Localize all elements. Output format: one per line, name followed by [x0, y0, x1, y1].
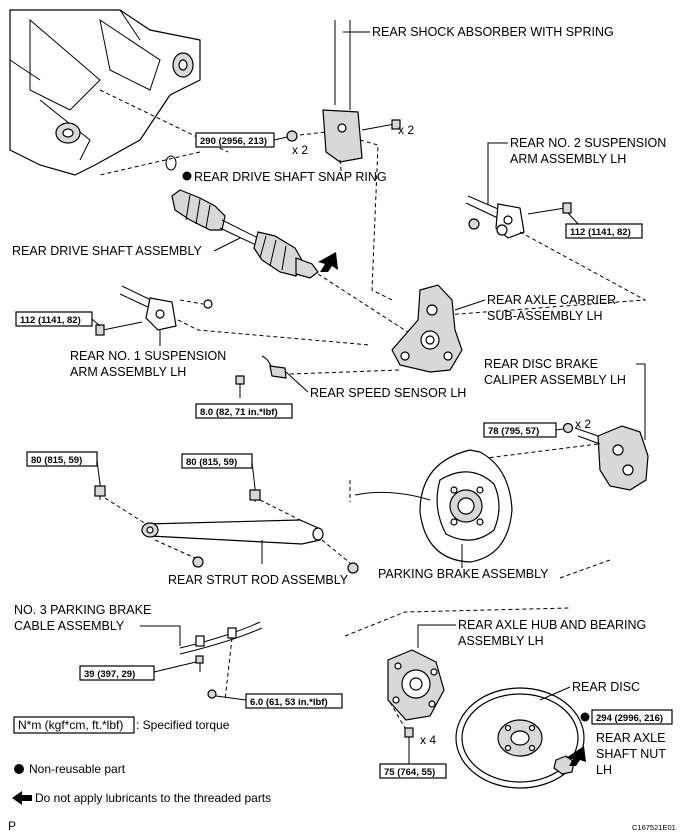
torque-box-speed-sensor: 8.0 (82, 71 in.*lbf): [195, 403, 293, 419]
label-nut-2: SHAFT NUT: [596, 747, 666, 761]
qty-hub-bolt: x 4: [420, 733, 436, 747]
shock-nut: [286, 130, 298, 142]
label-caliper-2: CALIPER ASSEMBLY LH: [484, 373, 626, 387]
qty-shock-bolt: x 2: [398, 123, 414, 137]
hub-illustration: [387, 649, 445, 754]
torque-box-hub: 75 (764, 55): [379, 763, 447, 779]
legend-torque-text: : Specified torque: [136, 718, 230, 732]
svg-text:39 (397, 29): 39 (397, 29): [84, 669, 135, 680]
svg-text:294 (2996, 216): 294 (2996, 216): [596, 713, 663, 724]
svg-text:80 (815, 59): 80 (815, 59): [186, 457, 237, 468]
label-no1-arm-1: REAR NO. 1 SUSPENSION: [70, 349, 226, 363]
label-nut-3: LH: [596, 763, 612, 777]
caliper-illustration: [562, 422, 649, 491]
shock-absorber-illustration: [322, 20, 370, 163]
axle-nut-illustration: [553, 712, 590, 775]
rear-disc-illustration: [455, 687, 585, 789]
label-parking-brake: PARKING BRAKE ASSEMBLY: [378, 567, 549, 581]
label-no1-arm-2: ARM ASSEMBLY LH: [70, 365, 186, 379]
legend-no-lube: Do not apply lubricants to the threaded …: [35, 791, 271, 805]
label-hub-1: REAR AXLE HUB AND BEARING: [458, 618, 646, 632]
label-cable-1: NO. 3 PARKING BRAKE: [14, 603, 151, 617]
torque-box-caliper: 78 (795, 57): [483, 422, 557, 438]
no2-arm-illustration: [465, 195, 572, 239]
legend-torque-unit: N*m (kgf*cm, ft.*lbf): [18, 718, 123, 732]
speed-sensor-illustration: [235, 355, 287, 398]
parking-brake-illustration: [354, 449, 513, 563]
label-speed-sensor: REAR SPEED SENSOR LH: [310, 386, 466, 400]
strut-rod-illustration: [94, 482, 359, 574]
svg-text:290 (2956, 213): 290 (2956, 213): [200, 136, 267, 147]
torque-box-strut-right: 80 (815, 59): [181, 453, 253, 469]
svg-text:75 (764, 55): 75 (764, 55): [384, 767, 435, 778]
svg-text:78 (795, 57): 78 (795, 57): [488, 426, 539, 437]
label-no2-arm-1: REAR NO. 2 SUSPENSION: [510, 136, 666, 150]
svg-text:8.0 (82, 71 in.*lbf): 8.0 (82, 71 in.*lbf): [200, 407, 278, 418]
label-axle-carrier-2: SUB-ASSEMBLY LH: [487, 309, 603, 323]
torque-box-no2-arm: 112 (1141, 82): [565, 223, 643, 239]
label-shock-absorber: REAR SHOCK ABSORBER WITH SPRING: [372, 25, 614, 39]
torque-box-cable-left: 39 (397, 29): [79, 665, 155, 681]
legend-non-reusable: Non-reusable part: [29, 762, 126, 776]
label-caliper-1: REAR DISC BRAKE: [484, 357, 598, 371]
label-no2-arm-2: ARM ASSEMBLY LH: [510, 152, 626, 166]
qty-caliper-bolt: x 2: [575, 417, 591, 431]
svg-text:112 (1141, 82): 112 (1141, 82): [20, 315, 81, 326]
axle-carrier-illustration: [391, 284, 463, 373]
svg-text:6.0 (61, 53 in.*lbf): 6.0 (61, 53 in.*lbf): [250, 697, 328, 708]
legend: N*m (kgf*cm, ft.*lbf) : Specified torque…: [12, 716, 271, 805]
torque-box-nut: 294 (2996, 216): [591, 709, 673, 725]
label-cable-2: CABLE ASSEMBLY: [14, 619, 125, 633]
legend-dot-icon: [14, 764, 24, 774]
footer-code: C167521E01: [632, 823, 676, 832]
shock-bolt: [361, 119, 401, 131]
label-nut-1: REAR AXLE: [596, 731, 665, 745]
drive-shaft-illustration: [171, 189, 338, 279]
svg-text:80 (815, 59): 80 (815, 59): [31, 455, 82, 466]
label-axle-carrier-1: REAR AXLE CARRIER: [487, 293, 616, 307]
torque-box-shock: 290 (2956, 213): [195, 132, 275, 148]
label-strut-rod: REAR STRUT ROD ASSEMBLY: [168, 573, 349, 587]
torque-box-cable-right: 6.0 (61, 53 in.*lbf): [245, 693, 343, 709]
non-reusable-dot-nut: [580, 712, 590, 722]
suspension-member-illustration: [9, 9, 201, 176]
svg-text:112 (1141, 82): 112 (1141, 82): [570, 227, 631, 238]
non-reusable-dot: [182, 171, 192, 181]
label-rear-disc: REAR DISC: [572, 680, 640, 694]
footer-letter: P: [8, 819, 16, 833]
qty-shock-nut: x 2: [292, 143, 308, 157]
torque-box-no1-arm: 112 (1141, 82): [15, 311, 93, 327]
legend-arrow-icon: [12, 791, 32, 805]
no1-arm-illustration: [95, 285, 213, 336]
label-snap-ring: REAR DRIVE SHAFT SNAP RING: [194, 170, 387, 184]
parking-cable-illustration: [179, 621, 263, 699]
snap-ring-illustration: [165, 155, 192, 181]
label-hub-2: ASSEMBLY LH: [458, 634, 544, 648]
torque-box-strut-left: 80 (815, 59): [26, 451, 98, 467]
label-drive-shaft: REAR DRIVE SHAFT ASSEMBLY: [12, 244, 203, 258]
